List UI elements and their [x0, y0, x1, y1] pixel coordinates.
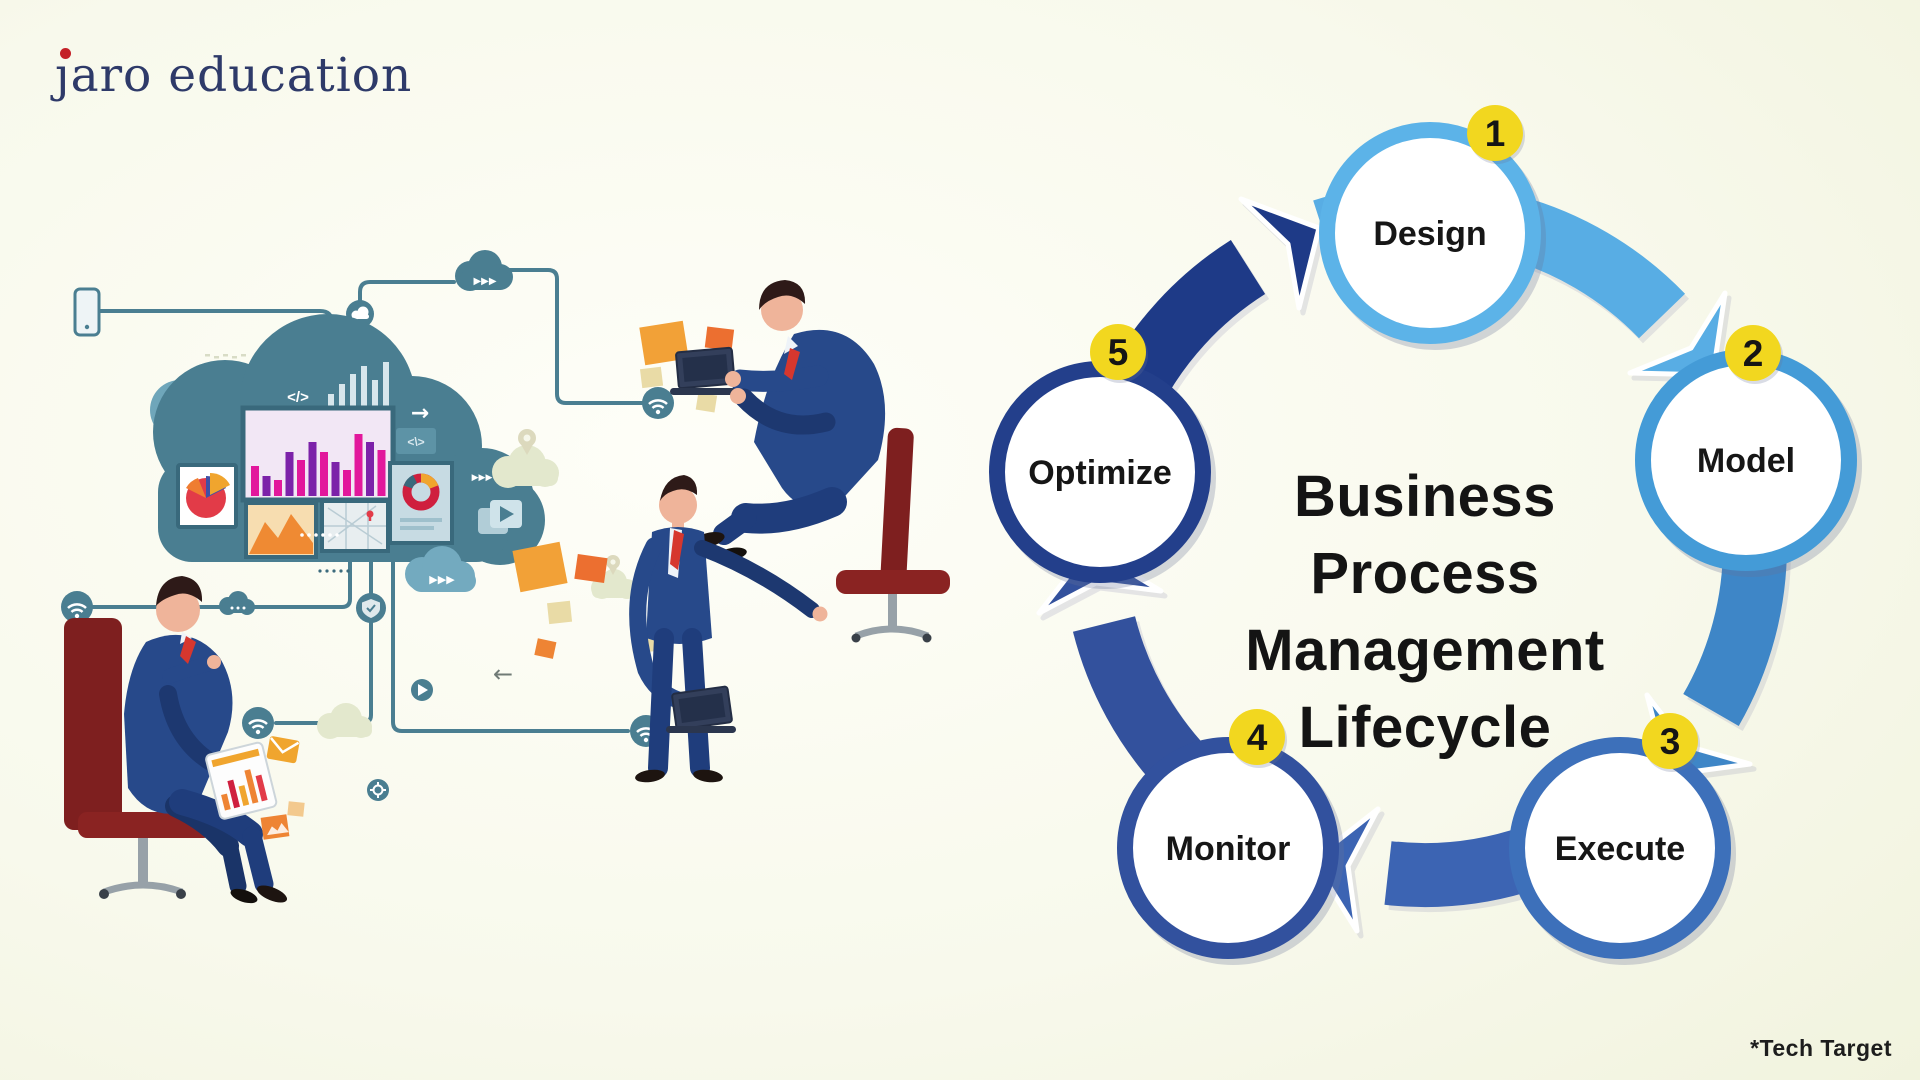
laptop-icon — [671, 685, 733, 731]
badge-3 — [1642, 713, 1698, 769]
dotted-row — [300, 533, 339, 537]
svg-text:Lifecycle: Lifecycle — [1299, 695, 1552, 760]
step-badges: 1 2 3 4 5 — [1090, 105, 1781, 769]
fast-forward-cloud-bottom-icon: ▶▶▶ — [405, 546, 476, 592]
play-media-icon — [478, 500, 522, 534]
svg-text:Management: Management — [1245, 618, 1605, 683]
mini-cloud-node-icon — [219, 591, 255, 615]
step-circle-design — [1319, 122, 1541, 344]
play-node-icon — [411, 679, 433, 701]
svg-text:▶▶▶: ▶▶▶ — [429, 573, 455, 586]
businessman-standing — [512, 475, 828, 783]
beige-cloud — [492, 445, 559, 488]
location-pin-icon — [518, 429, 536, 455]
badge-1-number: 1 — [1485, 113, 1506, 154]
svg-text:Process: Process — [1310, 541, 1539, 606]
label-design: Design — [1373, 215, 1486, 253]
wifi-icon — [642, 387, 674, 419]
businessman-seated-left — [64, 576, 305, 904]
badge-5 — [1090, 324, 1146, 380]
arrow-left-icon: ← — [493, 660, 513, 688]
source-attribution: *Tech Target — [1750, 1035, 1892, 1061]
step-circles — [989, 122, 1857, 959]
arrowhead-to-model — [1627, 290, 1728, 378]
diagram-title: Business Process Management Lifecycle — [1245, 464, 1605, 760]
wifi-icon — [242, 707, 274, 739]
shield-icon — [356, 593, 386, 623]
code-icon: </> — [287, 389, 309, 406]
pie-chart-panel — [176, 463, 238, 529]
tablet-chart-icon — [205, 741, 278, 820]
step-circle-execute — [1509, 737, 1731, 959]
envelope-icon — [266, 736, 300, 764]
location-pin-icon — [606, 555, 620, 575]
logo-text: ȷaro education — [55, 48, 413, 103]
photo-icon — [260, 814, 290, 840]
mini-bar-chart — [328, 362, 389, 406]
businessman-seated-top — [639, 280, 950, 643]
dash-deco — [205, 354, 246, 359]
step-circle-monitor — [1117, 737, 1339, 959]
label-execute: Execute — [1555, 830, 1685, 868]
svg-text:▶▶▶: ▶▶▶ — [473, 276, 496, 287]
label-monitor: Monitor — [1166, 830, 1291, 868]
label-model: Model — [1697, 442, 1795, 480]
beige-cloud — [317, 703, 372, 739]
code-badge-icon: <\> — [396, 428, 436, 454]
svg-text:Business: Business — [1294, 464, 1556, 529]
badge-1 — [1467, 105, 1523, 161]
logo-red-dot-icon — [60, 48, 71, 59]
badge-4 — [1229, 709, 1285, 765]
step-labels: Design Model Execute Monitor Optimize — [1028, 215, 1795, 868]
jaro-education-logo: ȷaro education — [55, 48, 412, 103]
map-thumbnail — [320, 499, 390, 553]
arrowhead-to-design — [1238, 196, 1322, 311]
arrow-monitor-to-optimize — [1072, 615, 1208, 792]
badge-2 — [1725, 325, 1781, 381]
badge-4-number: 4 — [1247, 717, 1268, 758]
bar-chart-screen — [240, 405, 396, 503]
badge-5-number: 5 — [1108, 332, 1129, 373]
label-optimize: Optimize — [1028, 454, 1172, 492]
cloud-technology-illustration: ▶▶▶ — [61, 250, 950, 904]
phone-icon — [73, 287, 101, 337]
donut-chart-panel — [388, 461, 454, 545]
area-chart-thumbnail — [244, 501, 318, 559]
badge-2-number: 2 — [1743, 333, 1764, 374]
fast-forward-cloud-icon: ▶▶▶ — [455, 250, 513, 291]
dots-deco — [318, 569, 350, 573]
beige-cloud — [591, 569, 638, 599]
badge-3-number: 3 — [1660, 721, 1681, 762]
wifi-icon — [61, 591, 93, 623]
svg-text:<\>: <\> — [407, 435, 424, 449]
gear-node-icon — [367, 779, 389, 801]
fast-forward-icon: ▶▶▶ — [472, 473, 493, 483]
big-data-cloud: </> → — [153, 314, 545, 565]
bpm-lifecycle-diagram: 1 2 3 4 5 Design Model Execute Monitor O… — [989, 105, 1857, 959]
laptop-icon — [675, 346, 736, 390]
arrow-right-icon: → — [411, 401, 429, 426]
